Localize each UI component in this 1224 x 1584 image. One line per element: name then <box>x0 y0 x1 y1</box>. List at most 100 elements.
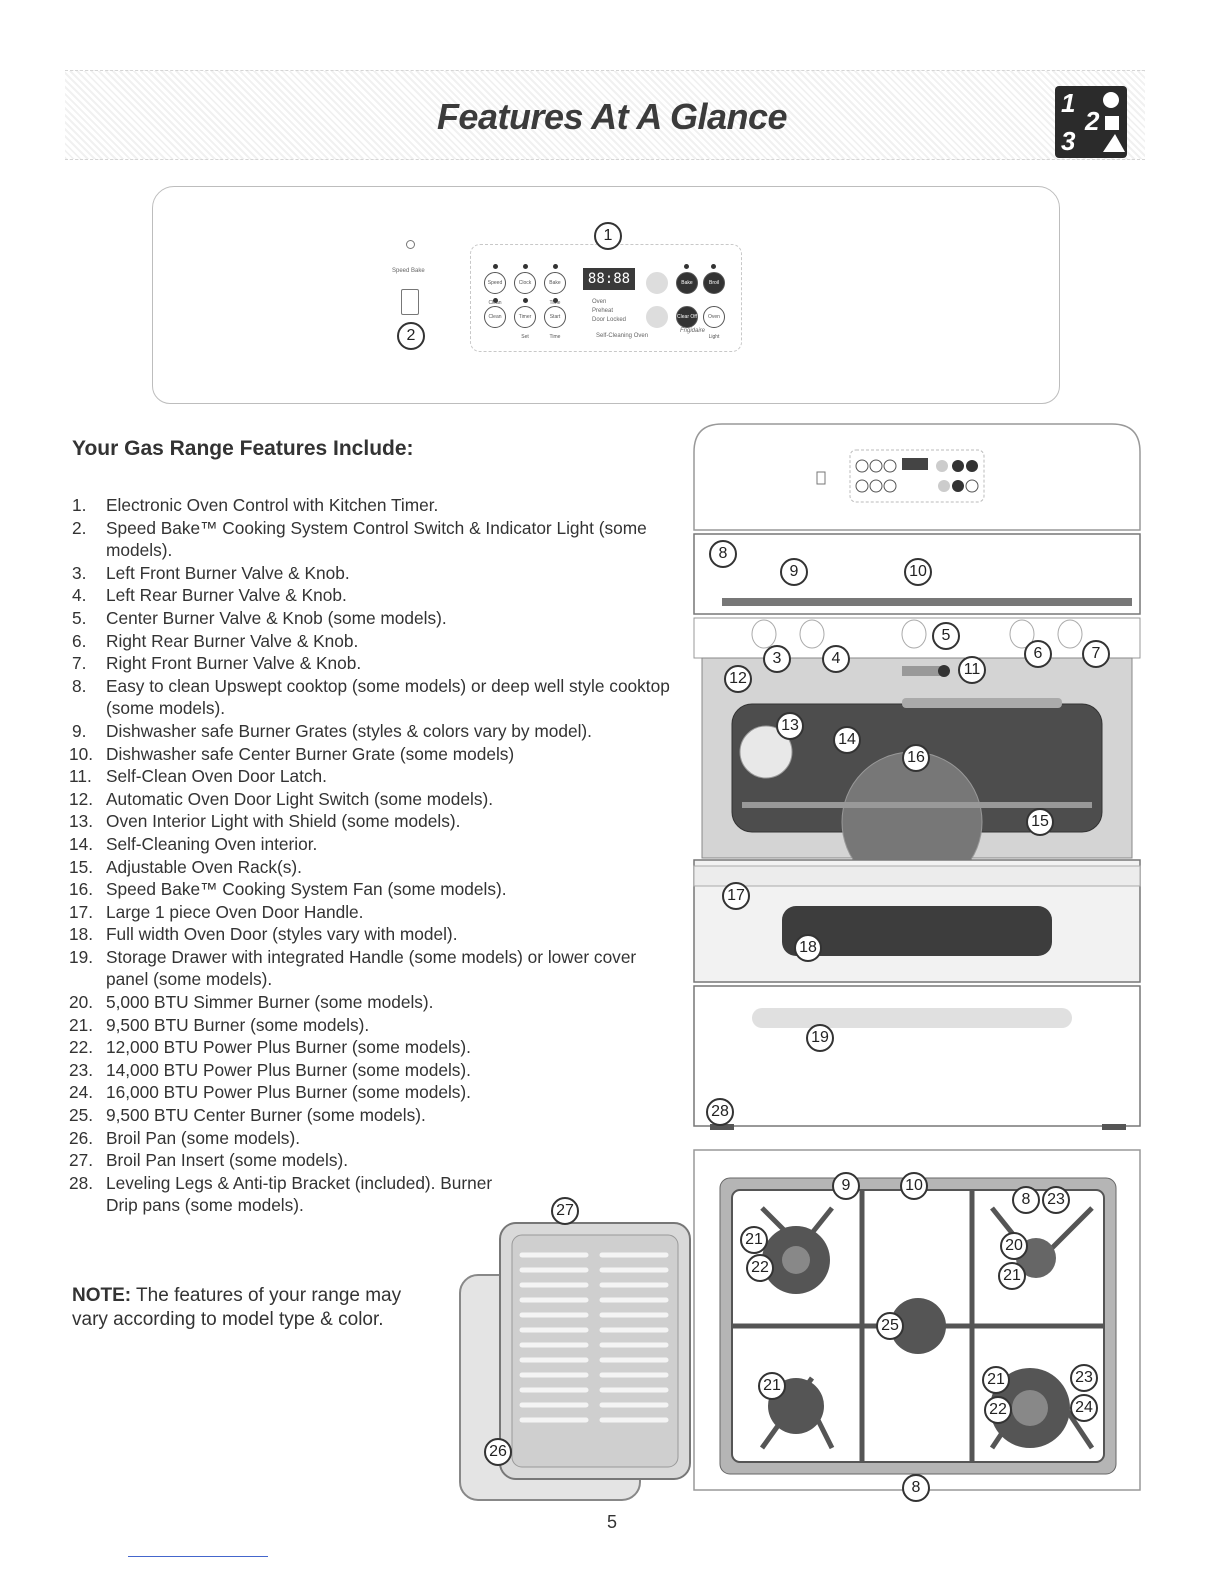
key-lock <box>646 306 668 328</box>
key-speed-clean: Speed Clean <box>484 272 506 306</box>
note-label: NOTE: <box>72 1285 132 1306</box>
feature-item: 14.Self-Cleaning Oven interior. <box>69 833 318 854</box>
feature-item: 9.Dishwasher safe Burner Grates (styles … <box>72 720 592 741</box>
callout-17: 17 <box>722 882 750 910</box>
feature-item: 7.Right Front Burner Valve & Knob. <box>72 653 362 674</box>
page-title: Features At A Glance <box>436 96 788 137</box>
feature-item: 11.Self-Clean Oven Door Latch. <box>69 766 327 787</box>
logo-digit-1: 1 <box>1061 88 1076 118</box>
control-panel-illustration <box>152 186 1060 404</box>
callout-26: 26 <box>484 1438 512 1466</box>
feature-item: 22.12,000 BTU Power Plus Burner (some mo… <box>69 1037 471 1058</box>
feature-item: 10.Dishwasher safe Center Burner Grate (… <box>69 743 515 764</box>
callout-12: 12 <box>724 665 752 693</box>
note: NOTE: The features of your range may var… <box>72 1284 417 1332</box>
broil-pan-illustration <box>459 1222 691 1501</box>
feature-item: 26.Broil Pan (some models). <box>69 1127 301 1148</box>
callout-23: 23 <box>1070 1364 1098 1392</box>
key-indicator-dot <box>493 264 498 269</box>
feature-item: 24.16,000 BTU Power Plus Burner (some mo… <box>69 1082 471 1103</box>
callout-21: 21 <box>740 1226 768 1254</box>
feature-item: 27.Broil Pan Insert (some models). <box>69 1150 349 1171</box>
callout-21: 21 <box>758 1372 786 1400</box>
key-indicator-dot <box>523 264 528 269</box>
callout-8: 8 <box>1012 1186 1040 1214</box>
feature-item: 25.9,500 BTU Center Burner (some models)… <box>69 1105 426 1126</box>
callout-20: 20 <box>1000 1232 1028 1260</box>
speed-bake-indicator-light <box>406 240 415 249</box>
callout-9: 9 <box>832 1172 860 1200</box>
feature-item: 12.Automatic Oven Door Light Switch (som… <box>69 788 494 809</box>
key-oven-light: Oven Light <box>703 306 725 340</box>
key-clear-off: Clear Off <box>676 306 698 328</box>
key-start-time: Start Time <box>544 306 566 340</box>
page-number: 5 <box>606 1512 617 1532</box>
callout-14: 14 <box>833 726 861 754</box>
feature-item: 5.Center Burner Valve & Knob (some model… <box>72 607 447 628</box>
key-clean: Clean <box>484 306 506 328</box>
feature-item: 20.5,000 BTU Simmer Burner (some models)… <box>69 992 434 1013</box>
callout-15: 15 <box>1026 808 1054 836</box>
callout-24: 24 <box>1070 1394 1098 1422</box>
indicator-door-locked: Door Locked <box>592 317 627 323</box>
feature-item: 4.Left Rear Burner Valve & Knob. <box>72 585 347 606</box>
callout-10: 10 <box>900 1172 928 1200</box>
logo-shapes-icon <box>1103 92 1125 152</box>
callout-10: 10 <box>904 558 932 586</box>
callout-13: 13 <box>776 712 804 740</box>
feature-item: 18.Full width Oven Door (styles vary wit… <box>69 924 458 945</box>
callout-23: 23 <box>1042 1186 1070 1214</box>
callout-16: 16 <box>902 744 930 772</box>
key-bake-time: Bake Time <box>544 272 566 306</box>
speed-bake-label: Speed Bake <box>392 268 425 274</box>
feature-item: 17.Large 1 piece Oven Door Handle. <box>69 901 364 922</box>
key-broil: Broil <box>703 272 725 294</box>
indicator-preheat: Preheat <box>592 308 614 314</box>
callout-25: 25 <box>876 1312 904 1340</box>
callout-8: 8 <box>902 1474 930 1502</box>
callout-5: 5 <box>932 622 960 650</box>
note-text: The features of your range may vary acco… <box>72 1285 402 1330</box>
callout-2: 2 <box>397 322 425 350</box>
indicator-oven: Oven <box>592 299 607 305</box>
feature-item: 23.14,000 BTU Power Plus Burner (some mo… <box>69 1059 471 1080</box>
callout-28: 28 <box>706 1098 734 1126</box>
feature-item: 1.Electronic Oven Control with Kitchen T… <box>72 495 439 515</box>
header-band <box>65 70 1145 160</box>
logo-digit-3: 3 <box>1061 126 1076 156</box>
key-timer-set: Timer Set <box>514 306 536 340</box>
feature-item: 16.Speed Bake™ Cooking System Fan (some … <box>69 879 507 900</box>
self-cleaning-label: Self-Cleaning Oven <box>596 333 649 339</box>
callout-9: 9 <box>780 558 808 586</box>
brand-logo-text: Frigidaire <box>680 328 706 334</box>
feature-item: 8.Easy to clean Upswept cooktop (some mo… <box>72 675 670 719</box>
key-indicator-dot <box>553 264 558 269</box>
key-clock: Clock <box>514 272 536 294</box>
logo-digit-2: 2 <box>1085 106 1100 136</box>
led-display: 88:88 <box>583 268 635 290</box>
chapter-logo: 1 2 3 <box>1055 86 1127 158</box>
callout-22: 22 <box>984 1396 1012 1424</box>
key-indicator-dot <box>553 298 558 303</box>
feature-item: 28.Leveling Legs & Anti-tip Bracket (inc… <box>69 1172 493 1216</box>
callout-8: 8 <box>709 540 737 568</box>
callout-7: 7 <box>1082 640 1110 668</box>
key-cancel <box>646 272 668 294</box>
feature-item: 6.Right Rear Burner Valve & Knob. <box>72 630 359 651</box>
callout-18: 18 <box>794 934 822 962</box>
key-indicator-dot <box>711 264 716 269</box>
key-indicator-dot <box>493 298 498 303</box>
feature-item: 3.Left Front Burner Valve & Knob. <box>72 562 350 583</box>
callout-4: 4 <box>822 645 850 673</box>
callout-27: 27 <box>551 1197 579 1225</box>
range-illustration <box>693 423 1141 1130</box>
footer-rule <box>128 1556 268 1557</box>
callout-6: 6 <box>1024 640 1052 668</box>
feature-item: 2.Speed Bake™ Cooking System Control Swi… <box>72 517 647 561</box>
key-indicator-dot <box>684 264 689 269</box>
callout-22: 22 <box>746 1254 774 1282</box>
callout-11: 11 <box>958 656 986 684</box>
feature-list: 1.Electronic Oven Control with Kitchen T… <box>69 494 672 1217</box>
feature-item: 13.Oven Interior Light with Shield (some… <box>69 811 461 832</box>
callout-1: 1 <box>594 222 622 250</box>
